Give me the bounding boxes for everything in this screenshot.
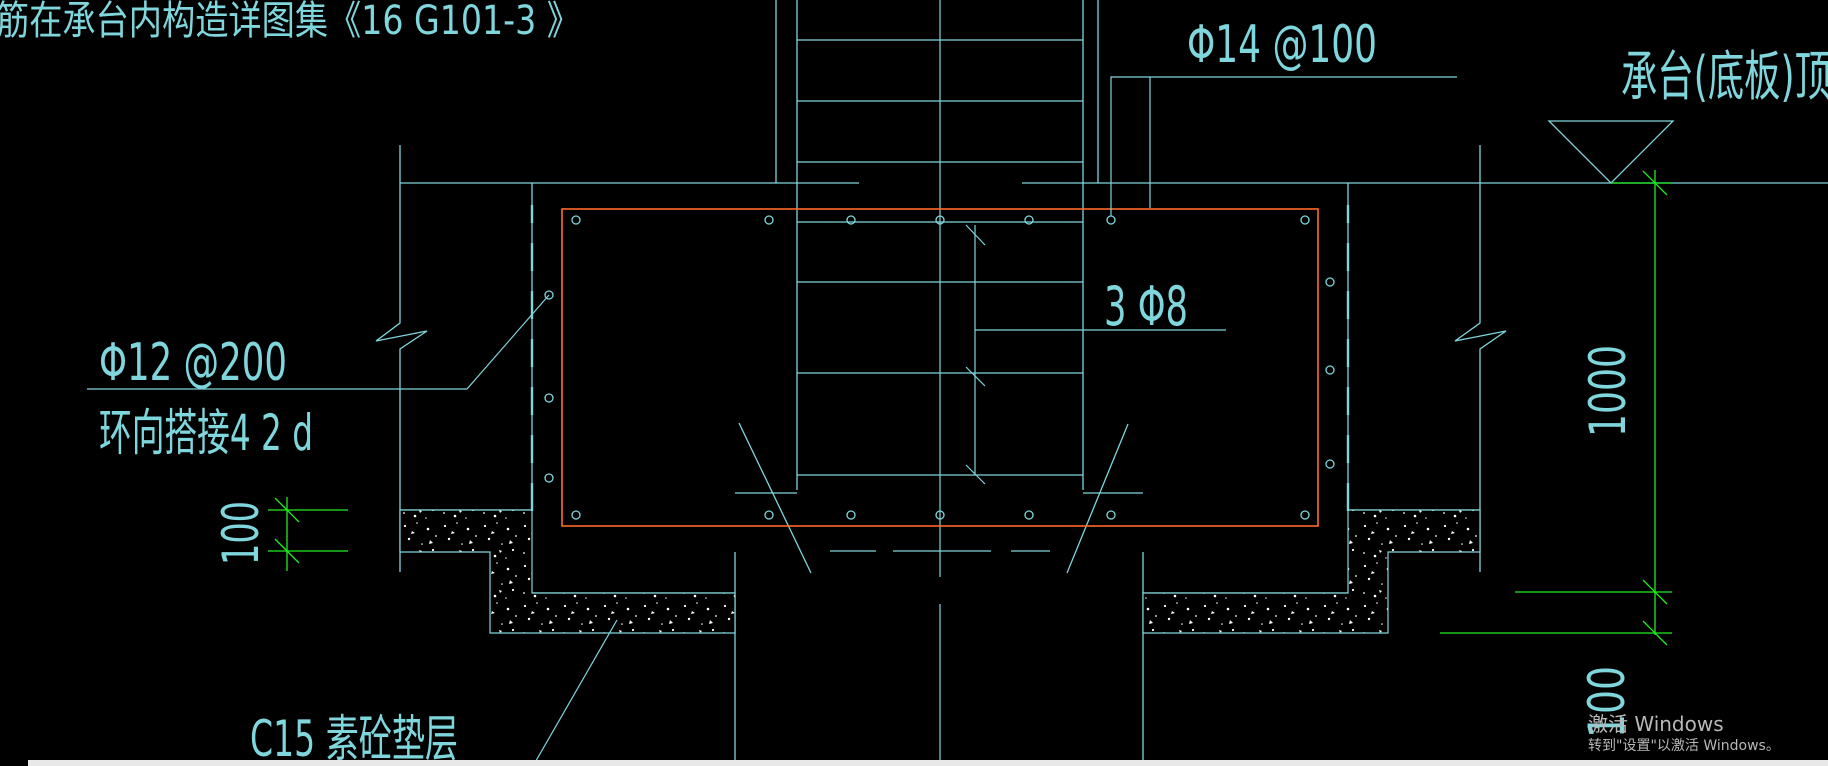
windows-activation-watermark: 激活 Windows 转到"设置"以激活 Windows。 — [1588, 712, 1780, 756]
side-rebar-text: Φ12 @200 — [99, 333, 287, 393]
lap-note-text: 环向搭接4 2 d — [99, 404, 313, 462]
rebar-cage-outline — [561, 208, 1319, 527]
bedding-text: C15 素砼垫层 — [250, 710, 458, 766]
concrete-bedding-hatch — [399, 509, 1481, 634]
center-axis-line — [830, 0, 1050, 766]
dim-left-100-text: 100 — [212, 501, 270, 565]
side-rebar-dashed-lines — [530, 205, 1350, 520]
watermark-line-1: 激活 Windows — [1588, 712, 1724, 736]
rebar-dot-group — [544, 215, 1335, 520]
annotation-leader-lines — [87, 76, 1457, 766]
stirrup-count-text: 3 Φ8 — [1104, 275, 1188, 338]
bottom-scrollbar-strip[interactable] — [28, 760, 1828, 766]
dimension-lines — [268, 170, 1672, 646]
dim-right-100-text: 100 — [1578, 666, 1636, 738]
elevation-triangle-marker — [1547, 120, 1675, 184]
dim-right-1000-text: 1000 — [1579, 345, 1637, 437]
title-partial-text: 筋在承台内构造详图集《16 G101-3 》 — [0, 0, 580, 44]
watermark-line-2: 转到"设置"以激活 Windows。 — [1588, 738, 1780, 754]
top-right-partial-text: 承台(底板)顶 — [1621, 45, 1828, 108]
column-outline — [735, 0, 1143, 574]
top-rebar-text: Φ14 @100 — [1187, 15, 1377, 75]
